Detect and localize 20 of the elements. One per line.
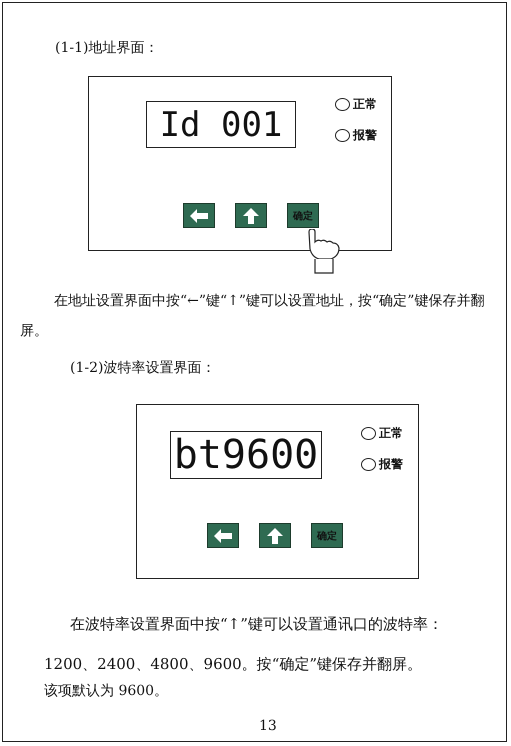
indicator-label: 正常 — [379, 425, 403, 442]
up-key — [235, 203, 267, 228]
indicator-label: 报警 — [379, 456, 403, 473]
note-text: 该项默认为 9600。 — [44, 682, 170, 701]
confirm-key: 确定 — [287, 203, 319, 228]
page-number: 13 — [259, 717, 278, 736]
section-heading: (1-2)波特率设置界面： — [70, 359, 216, 378]
left-key — [207, 523, 239, 548]
instruction-paragraph: 在波特率设置界面中按“↑”键可以设置通讯口的波特率：1200、2400、4800、9600。按“确定”键保存并翻屏。 — [44, 614, 444, 675]
display-readout: Id 001 — [160, 108, 282, 142]
up-key — [259, 523, 291, 548]
device-panel — [136, 404, 419, 579]
confirm-key: 确定 — [311, 523, 343, 548]
instruction-paragraph: 在地址设置界面中按“←”键“↑”键可以设置地址，按“确定”键保存并翻屏。 — [20, 292, 486, 341]
display-readout: bt9600 — [174, 435, 318, 475]
indicator-label: 报警 — [353, 127, 377, 144]
lcd-display — [146, 101, 296, 148]
left-key — [183, 203, 215, 228]
section-heading: (1-1)地址界面： — [55, 39, 160, 58]
indicator-label: 正常 — [353, 96, 377, 113]
